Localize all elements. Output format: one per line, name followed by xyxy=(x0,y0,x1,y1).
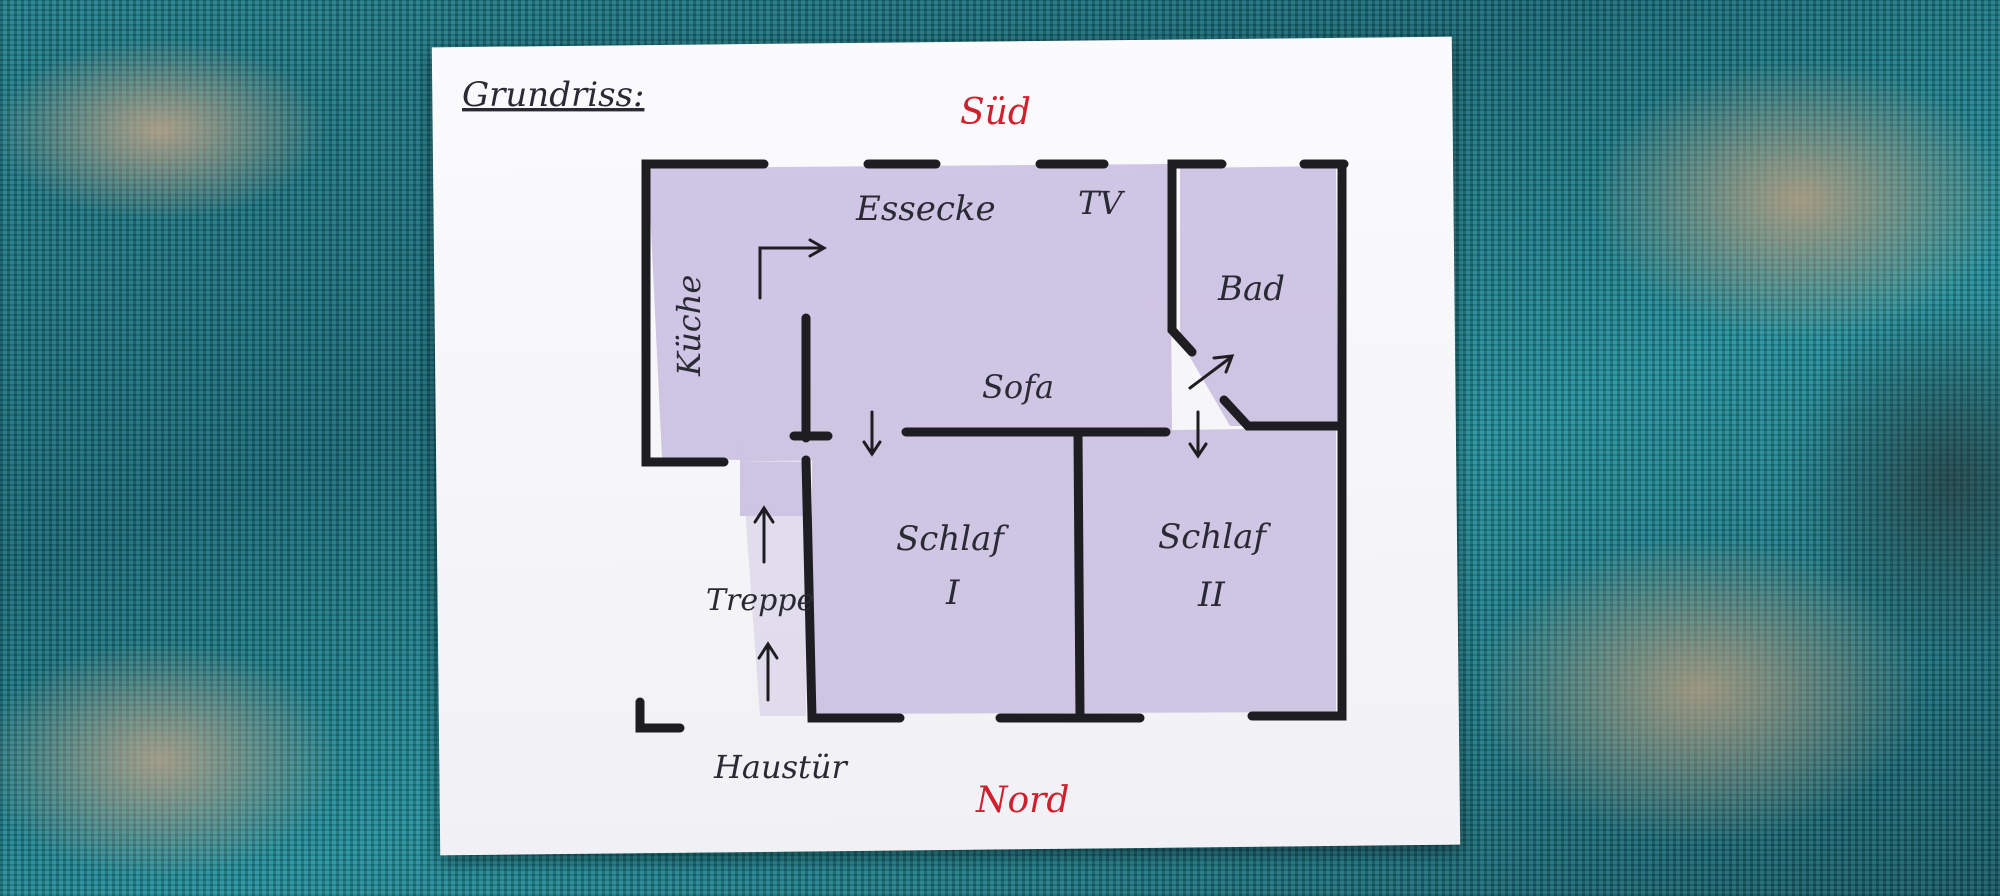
wall-north-left xyxy=(641,159,769,467)
wall-bath-south xyxy=(1219,395,1347,431)
wall-corner-stub xyxy=(635,697,685,733)
room-label-sofa: Sofa xyxy=(982,368,1054,406)
walls xyxy=(635,159,1349,733)
arrow-bath-icon xyxy=(1188,356,1232,390)
wall-corridor-lower xyxy=(801,455,905,723)
arrow-dining-right-icon xyxy=(758,246,824,300)
label-stairs: Treppe xyxy=(706,583,814,618)
floor-wash xyxy=(648,164,1338,716)
wall-east xyxy=(1247,159,1347,721)
compass-south: Süd xyxy=(960,92,1031,133)
room-label-kitchen: Küche xyxy=(670,275,708,377)
room-label-bedroom1: Schlaf xyxy=(896,519,1009,559)
wall-bath-west xyxy=(1167,159,1227,357)
room-number-bedroom2: II xyxy=(1197,575,1225,615)
wall-bedroom-divider xyxy=(1073,429,1085,721)
room-label-bath: Bad xyxy=(1217,269,1285,309)
label-front-door: Haustür xyxy=(713,748,848,786)
room-number-bedroom1: I xyxy=(945,573,960,613)
room-label-tv: TV xyxy=(1078,184,1125,222)
compass-north: Nord xyxy=(975,780,1069,821)
arrows xyxy=(753,238,1235,702)
plan-title: Grundriss: xyxy=(462,75,644,115)
room-label-dining: Essecke xyxy=(855,189,996,229)
room-label-bedroom2: Schlaf xyxy=(1158,517,1271,557)
